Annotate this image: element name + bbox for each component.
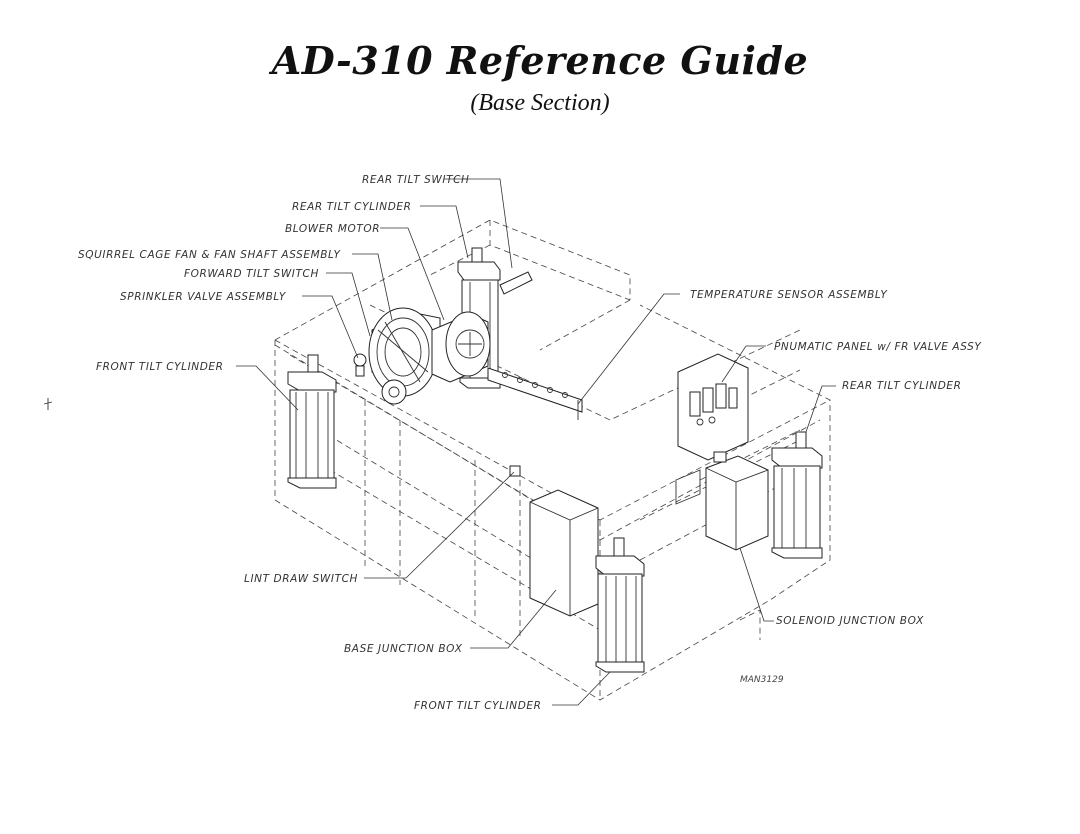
small-bracket (675, 469, 701, 505)
lint-draw-switch (509, 465, 521, 477)
label-lint-draw-switch: LINT DRAW SWITCH (244, 573, 358, 585)
page-subtitle: (Base Section) (470, 90, 610, 116)
label-forward-tilt-switch: FORWARD TILT SWITCH (184, 268, 319, 280)
blower-fan-assembly (353, 307, 441, 405)
base-junction-box (529, 489, 599, 617)
label-rear-tilt-cylinder-top: REAR TILT CYLINDER (292, 201, 412, 213)
label-rear-tilt-switch: REAR TILT SWITCH (362, 174, 470, 186)
rear-tilt-cylinder-right (771, 431, 823, 559)
blower-motor (431, 311, 491, 383)
drawing-number: MAN3129 (740, 675, 784, 685)
label-base-junction-box: BASE JUNCTION BOX (344, 643, 463, 655)
label-front-tilt-cylinder-bottom: FRONT TILT CYLINDER (414, 700, 542, 712)
label-rear-tilt-cylinder-right: REAR TILT CYLINDER (842, 380, 962, 392)
pneumatic-panel (677, 353, 749, 461)
front-tilt-cylinder-bottom (595, 537, 645, 673)
label-temperature-sensor: TEMPERATURE SENSOR ASSEMBLY (690, 289, 888, 301)
label-sprinkler-valve: SPRINKLER VALVE ASSEMBLY (120, 291, 287, 303)
leader-lines (236, 178, 836, 706)
front-tilt-cylinder-left (287, 354, 337, 489)
label-pneumatic-panel: PNUMATIC PANEL w/ FR VALVE ASSY (774, 341, 982, 353)
label-solenoid-junction-box: SOLENOID JUNCTION BOX (776, 615, 924, 627)
orientation-mark (43, 398, 53, 410)
label-front-tilt-cylinder-left: FRONT TILT CYLINDER (96, 361, 224, 373)
label-squirrel-cage-fan: SQUIRREL CAGE FAN & FAN SHAFT ASSEMBLY (78, 249, 341, 261)
page-title: AD-310 Reference Guide (271, 38, 809, 83)
label-blower-motor: BLOWER MOTOR (285, 223, 380, 235)
solenoid-junction-box (705, 451, 769, 551)
temperature-sensor-assembly (487, 367, 583, 420)
